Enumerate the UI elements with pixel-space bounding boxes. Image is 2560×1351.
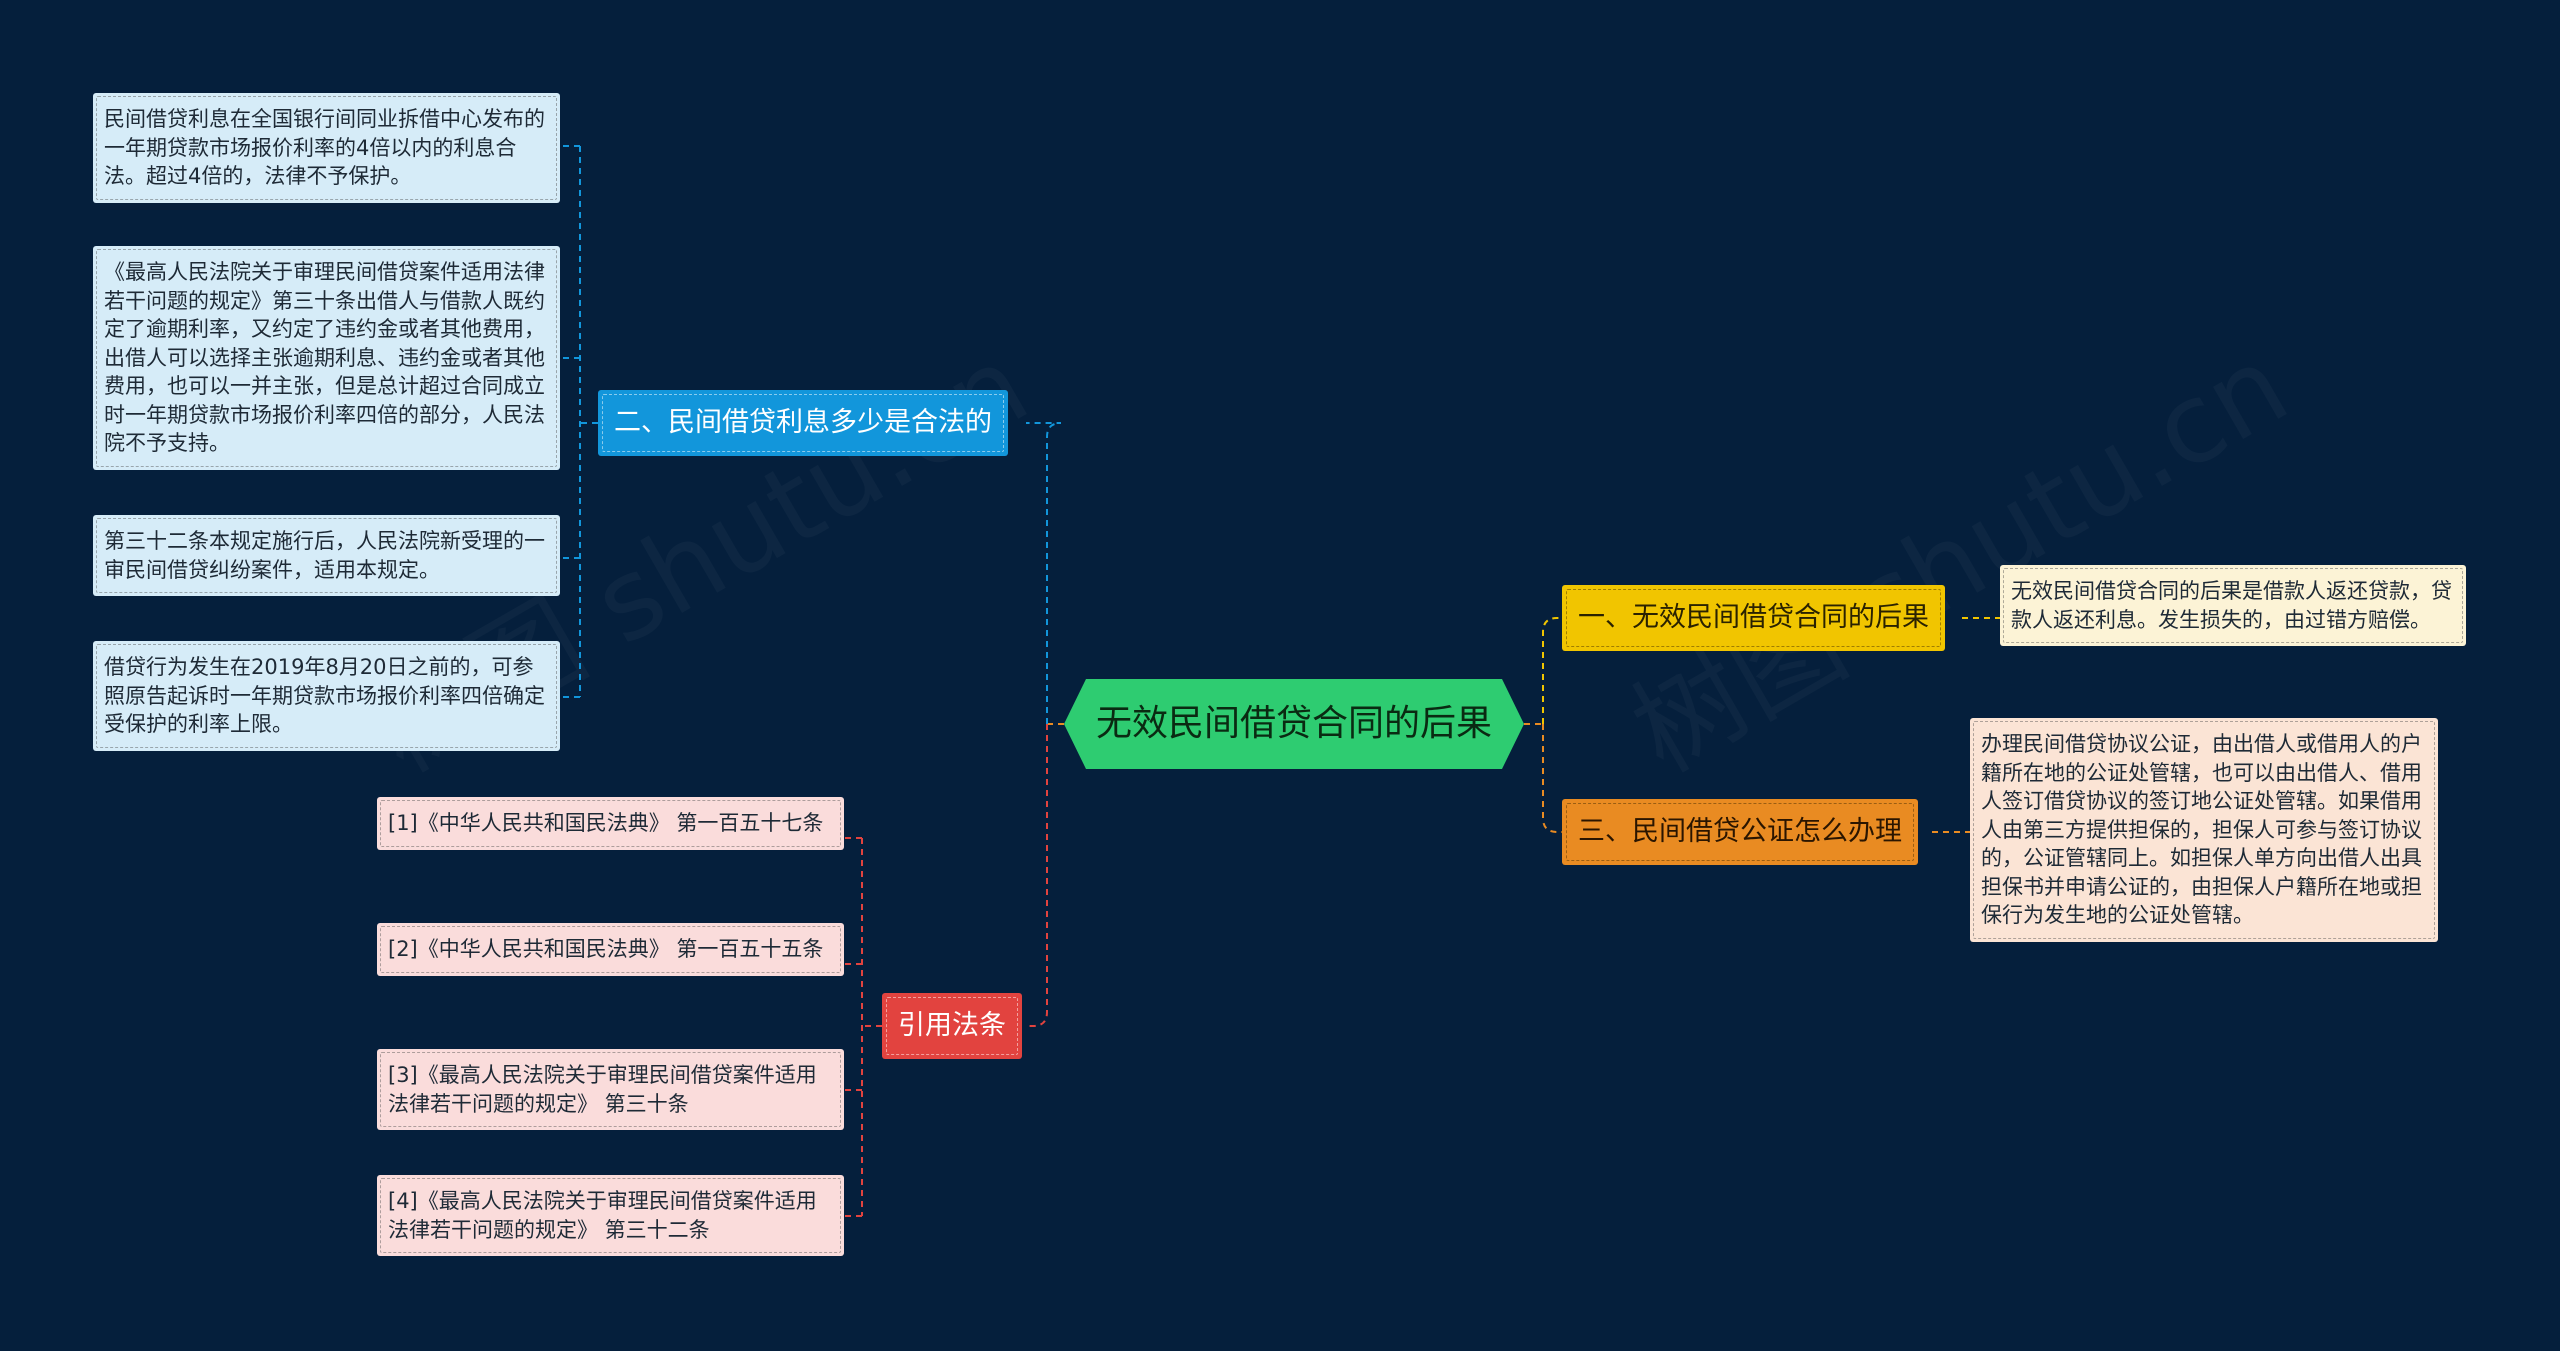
branch-label: 二、民间借贷利息多少是合法的	[614, 407, 992, 438]
leaf-interest-2[interactable]: 《最高人民法院关于审理民间借贷案件适用法律若干问题的规定》第三十条出借人与借款人…	[93, 246, 560, 470]
leaf-interest-3[interactable]: 第三十二条本规定施行后，人民法院新受理的一审民间借贷纠纷案件，适用本规定。	[93, 515, 560, 596]
central-topic[interactable]: 无效民间借贷合同的后果	[1064, 679, 1524, 769]
central-topic-label: 无效民间借贷合同的后果	[1095, 703, 1492, 744]
branch-label: 三、民间借贷公证怎么办理	[1578, 816, 1902, 847]
leaf-interest-4[interactable]: 借贷行为发生在2019年8月20日之前的，可参照原告起诉时一年期贷款市场报价利率…	[93, 641, 560, 751]
leaf-law-2[interactable]: [2]《中华人民共和国民法典》 第一百五十五条	[377, 923, 844, 976]
branch-invalid-contract-consequence[interactable]: 一、无效民间借贷合同的后果	[1562, 585, 1945, 651]
leaf-law-3[interactable]: [3]《最高人民法院关于审理民间借贷案件适用法律若干问题的规定》 第三十条	[377, 1049, 844, 1130]
leaf-law-1[interactable]: [1]《中华人民共和国民法典》 第一百五十七条	[377, 797, 844, 850]
leaf-interest-1[interactable]: 民间借贷利息在全国银行间同业拆借中心发布的一年期贷款市场报价利率的4倍以内的利息…	[93, 93, 560, 203]
leaf-law-4[interactable]: [4]《最高人民法院关于审理民间借贷案件适用法律若干问题的规定》 第三十二条	[377, 1175, 844, 1256]
branch-interest-legality[interactable]: 二、民间借贷利息多少是合法的	[598, 390, 1008, 456]
leaf-notary-1[interactable]: 办理民间借贷协议公证，由出借人或借用人的户籍所在地的公证处管辖，也可以由出借人、…	[1970, 718, 2438, 942]
leaf-consequence-1[interactable]: 无效民间借贷合同的后果是借款人返还贷款，贷款人返还利息。发生损失的，由过错方赔偿…	[2000, 565, 2466, 646]
branch-loan-notarization[interactable]: 三、民间借贷公证怎么办理	[1562, 799, 1918, 865]
branch-label: 一、无效民间借贷合同的后果	[1578, 602, 1929, 633]
branch-cited-laws[interactable]: 引用法条	[882, 993, 1022, 1059]
branch-label: 引用法条	[898, 1010, 1006, 1041]
